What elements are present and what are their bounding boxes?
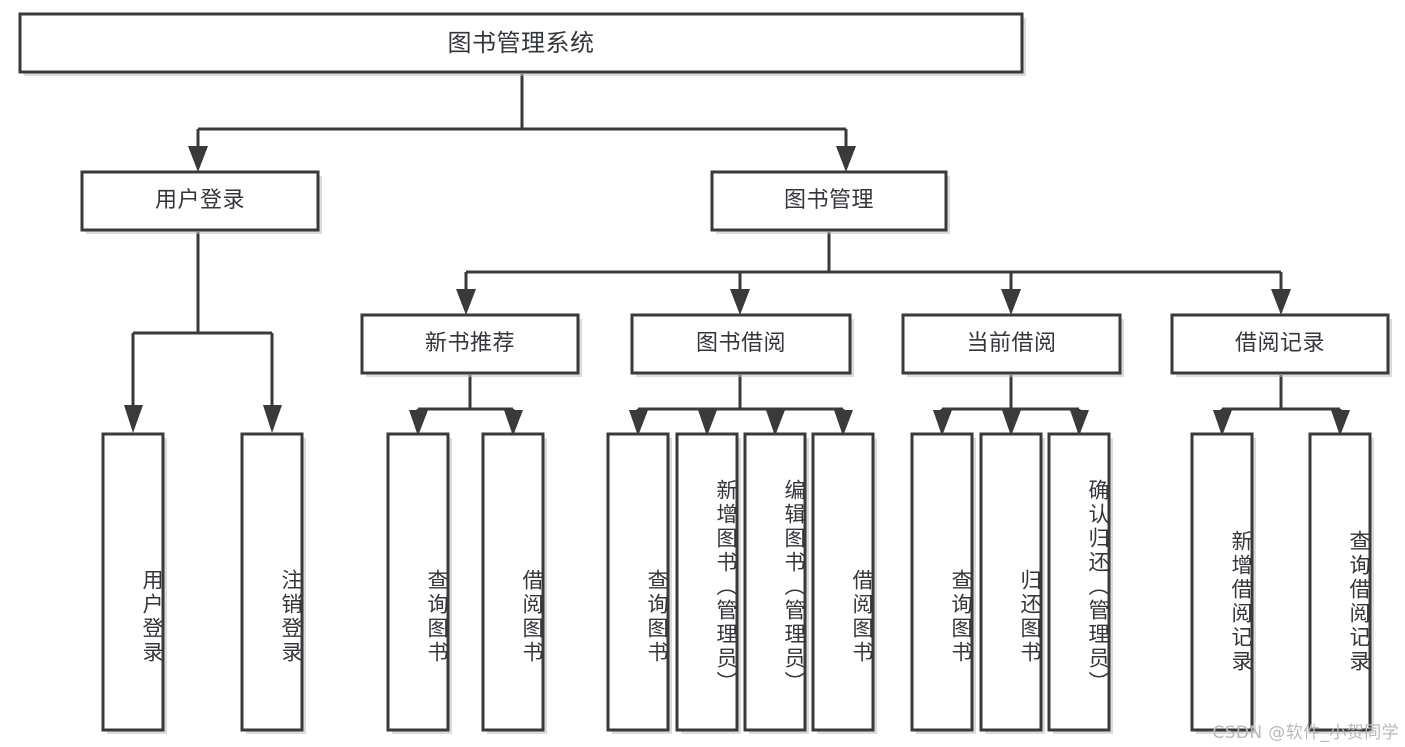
node-new-book-rec-box[interactable]	[360, 313, 582, 377]
connector-bookmanage-to-level3	[456, 232, 1291, 315]
connector-root-to-level2	[188, 74, 856, 172]
node-leaf-return-book-box[interactable]	[979, 432, 1045, 734]
node-leaf-borrow-book-1-box[interactable]	[481, 432, 547, 734]
node-leaf-add-book-box[interactable]	[675, 432, 741, 734]
node-book-borrow-box[interactable]	[630, 313, 854, 377]
node-leaf-edit-book-box[interactable]	[743, 432, 809, 734]
connector-currentborrow-to-leaves	[933, 375, 1089, 436]
connector-bookborrow-to-leaves	[629, 375, 853, 436]
node-book-manage-box[interactable]	[710, 170, 950, 234]
csdn-watermark: CSDN @软件_小贺同学	[1212, 723, 1399, 743]
node-leaf-query-record-box[interactable]	[1308, 432, 1374, 734]
node-user-login-box[interactable]	[80, 170, 322, 234]
node-leaf-logout-box[interactable]	[240, 432, 306, 734]
node-leaf-confirm-return-box[interactable]	[1047, 432, 1113, 734]
node-current-borrow-box[interactable]	[901, 313, 1124, 377]
node-borrow-record-box[interactable]	[1170, 313, 1392, 377]
node-leaf-query-book-2-box[interactable]	[606, 432, 672, 734]
node-leaf-user-login-box[interactable]	[101, 432, 167, 734]
connector-newbook-to-leaves	[409, 375, 523, 436]
node-leaf-query-book-1-box[interactable]	[386, 432, 452, 734]
connector-borrowrecord-to-leaves	[1213, 375, 1350, 436]
connector-userlogin-to-leaves	[124, 232, 282, 433]
node-leaf-query-book-3-box[interactable]	[910, 432, 976, 734]
node-root-box[interactable]	[18, 12, 1026, 76]
node-leaf-borrow-book-2-box[interactable]	[811, 432, 877, 734]
node-leaf-add-record-box[interactable]	[1190, 432, 1256, 734]
